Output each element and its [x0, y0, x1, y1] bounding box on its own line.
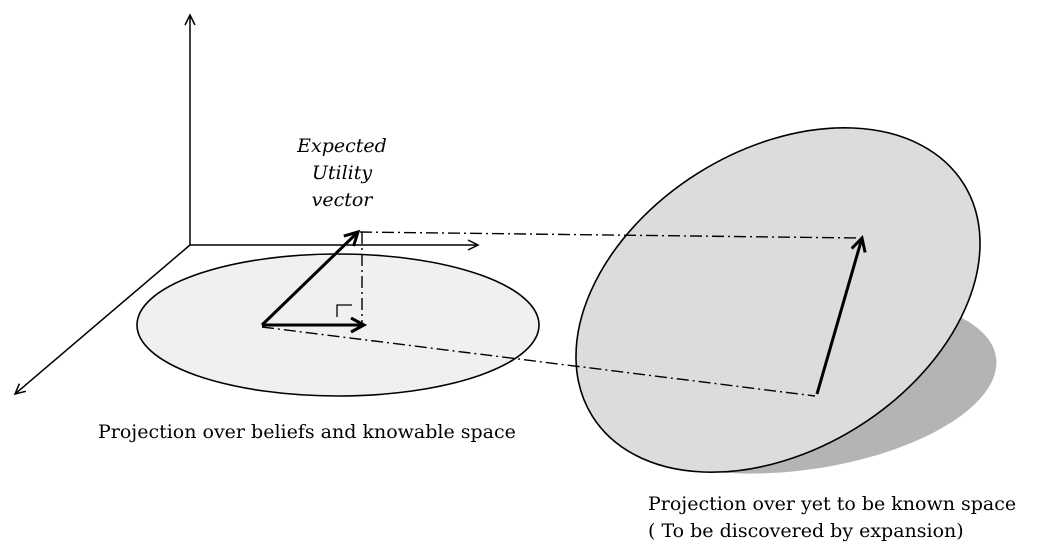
expected-utility-label-line-1: Expected	[297, 135, 387, 157]
expected-utility-label-line-2: Utility	[311, 162, 373, 184]
expected-utility-label: Expected Utility vector	[286, 133, 398, 214]
unknown-projection-vector	[815, 238, 862, 395]
projection-line-bottom	[261, 326, 816, 397]
unknown-space-caption-line-1: Projection over yet to be known space	[648, 493, 1017, 515]
unknown-space-plane	[575, 127, 981, 473]
expected-utility-vector	[260, 232, 358, 327]
z-axis	[13, 244, 191, 396]
right-angle-marker	[336, 304, 352, 317]
projection-line-top	[359, 231, 859, 239]
coordinate-axes	[13, 13, 480, 396]
projection-lines	[261, 231, 859, 397]
unknown-space-caption-line-2: ( To be discovered by expansion)	[648, 520, 964, 542]
known-space-caption: Projection over beliefs and knowable spa…	[98, 421, 516, 443]
expected-utility-label-line-3: vector	[311, 189, 373, 211]
unknown-space-caption: Projection over yet to be known space ( …	[648, 491, 1016, 545]
